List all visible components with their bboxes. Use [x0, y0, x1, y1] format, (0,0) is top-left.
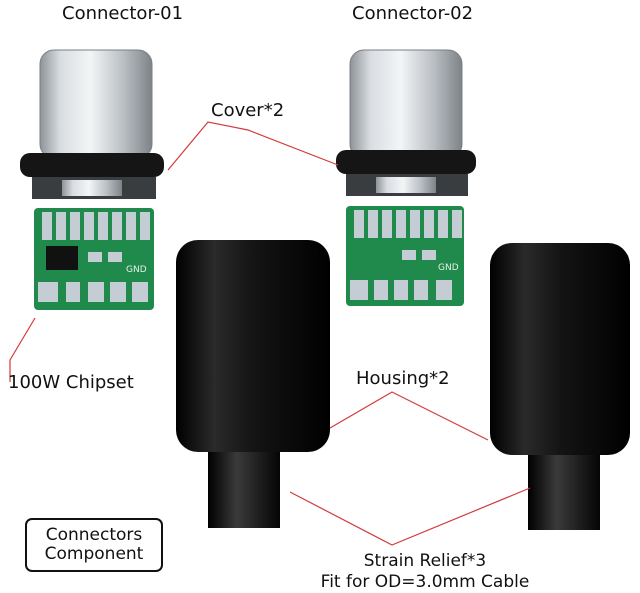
housing-right [490, 243, 630, 530]
usb-c-metal-shell [39, 49, 153, 159]
strain-relief-cable [208, 448, 280, 528]
component-line1: Connectors [45, 525, 143, 545]
housing-left [176, 240, 330, 528]
connector-01: GND [20, 49, 164, 310]
usb-c-metal-shell [349, 49, 463, 159]
connectors-component-badge: Connectors Component [25, 518, 163, 572]
cover-ring [336, 150, 476, 174]
strain-relief-cable [528, 450, 600, 530]
housing-body [176, 240, 330, 452]
pcb-pins [42, 212, 150, 240]
strain-relief-label: Strain Relief*3 Fit for OD=3.0mm Cable [280, 551, 570, 593]
connector-02: GND [336, 49, 476, 306]
housing-label: Housing*2 [356, 368, 450, 389]
leader-lines [9, 121, 531, 546]
connector-01-label: Connector-01 [62, 3, 184, 24]
strain-relief-line1: Strain Relief*3 [363, 551, 487, 571]
chipset-label: 100W Chipset [8, 372, 134, 393]
chip [46, 246, 78, 270]
connector-02-label: Connector-02 [352, 3, 474, 24]
cover-ring [20, 153, 164, 177]
component-line2: Component [44, 544, 144, 564]
cover-label: Cover*2 [211, 100, 285, 121]
pcb-gnd-label: GND [438, 263, 459, 273]
pcb-gnd-label: GND [126, 265, 147, 275]
housing-body [490, 243, 630, 455]
strain-relief-line2: Fit for OD=3.0mm Cable [320, 572, 530, 592]
